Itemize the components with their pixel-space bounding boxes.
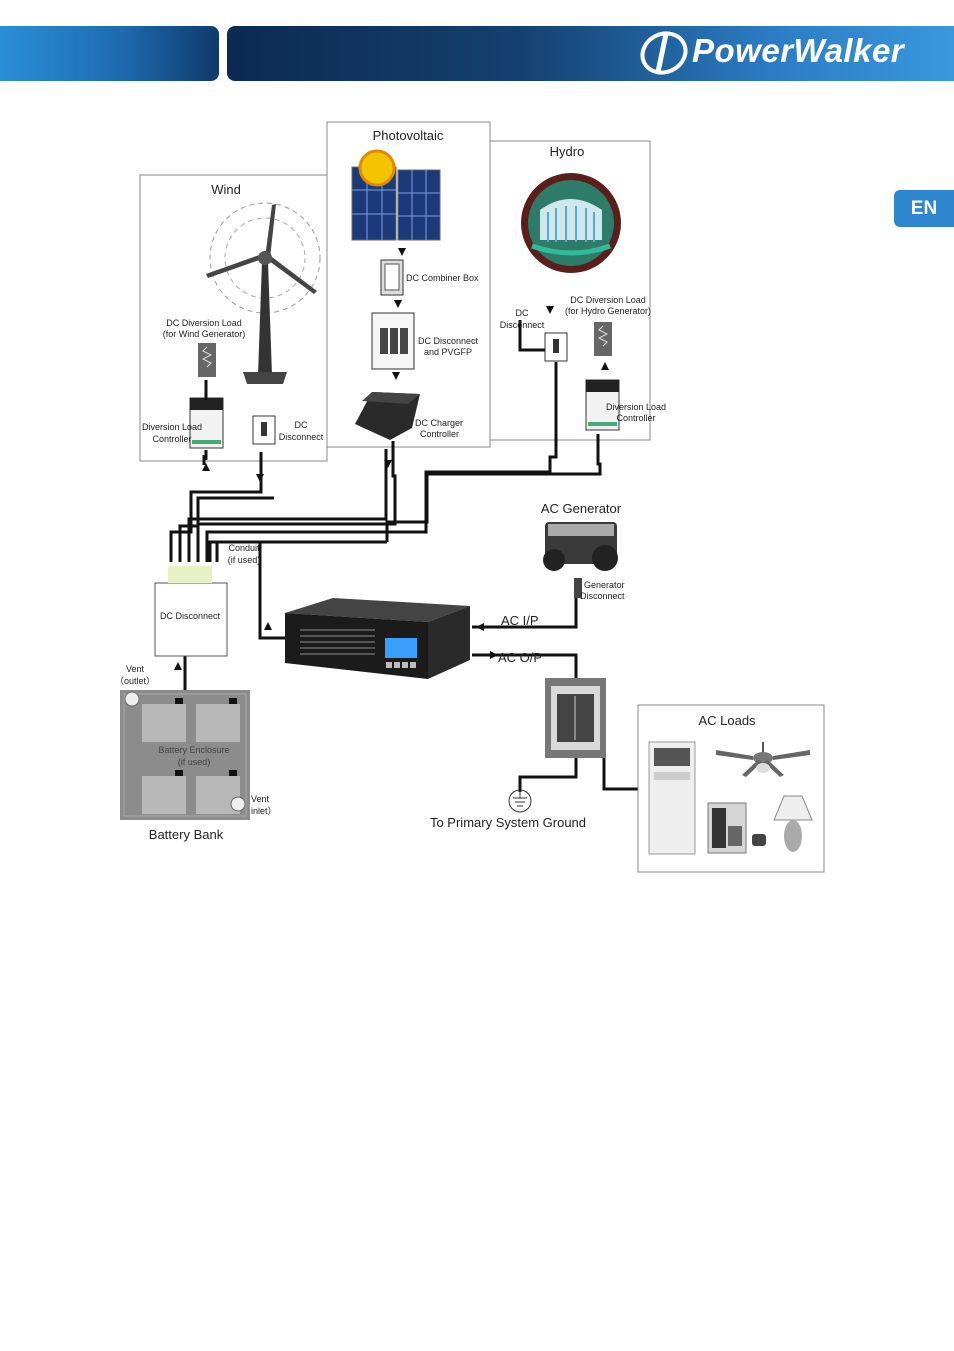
wind-turbine-icon: [206, 202, 321, 384]
hydro-diversion-load-label-2: (for Hydro Generator): [565, 306, 651, 316]
header-bar-left: [0, 26, 219, 81]
pv-dc-disconnect-icon: [371, 312, 415, 370]
generator-disconnect-label: Generator: [584, 580, 625, 590]
dc-combiner-box-label: DC Combiner Box: [406, 273, 479, 283]
air-conditioner-icon: [648, 741, 696, 855]
photovoltaic-title: Photovoltaic: [373, 128, 444, 143]
ground-icon: [508, 789, 532, 813]
wind-controller-label: Diversion Load: [142, 422, 202, 432]
hydro-disconnect-label: DC: [516, 308, 529, 318]
table-lamp-icon: [773, 795, 813, 852]
ac-generator-icon: [543, 522, 618, 571]
hydro-diversion-resistor-icon: [594, 322, 612, 356]
vent-inlet-label-2: inlet）: [251, 806, 277, 816]
wind-controller-icon: [189, 397, 224, 449]
hydro-disconnect-icon: [544, 332, 568, 362]
hydro-title: Hydro: [550, 144, 585, 159]
hydro-diversion-load-label: DC Diversion Load: [570, 295, 646, 305]
vent-outlet-label: Vent: [126, 664, 145, 674]
pv-dc-disconnect-label-2: and PVGFP: [424, 347, 472, 357]
wind-disconnect-label-2: Disconnect: [279, 432, 324, 442]
ac-op-label: AC O/P: [498, 650, 542, 665]
main-dc-disconnect-label: DC Disconnect: [160, 611, 221, 621]
wire-arrows: [174, 248, 609, 670]
hydro-controller-label: Diversion Load: [606, 402, 666, 412]
generator-disconnect-label-2: Disconnect: [580, 591, 625, 601]
main-dc-disconnect-icon: [154, 566, 228, 657]
ground-label: To Primary System Ground: [430, 815, 586, 830]
pv-dc-disconnect-label: DC Disconnect: [418, 336, 479, 346]
vent-outlet-label-2: （outlet）: [115, 676, 155, 686]
dc-charger-label: DC Charger: [415, 418, 463, 428]
wind-diversion-resistor-icon: [198, 343, 216, 377]
wind-disconnect-icon: [252, 415, 276, 445]
conduit-label-2: (if used): [228, 555, 261, 565]
breaker-panel-icon: [545, 678, 606, 758]
battery-enclosure-icon: [120, 690, 250, 820]
ac-loads-panel: [637, 704, 825, 873]
generator-disconnect-icon: [574, 578, 582, 598]
wind-diversion-load-label-2: (for Wind Generator): [163, 329, 246, 339]
hydro-generator-icon: [521, 173, 621, 273]
vent-inlet-label: Vent: [251, 794, 270, 804]
wind-title: Wind: [211, 182, 241, 197]
dc-charger-controller-icon: [355, 392, 420, 440]
wind-controller-label-2: Controller: [152, 434, 191, 444]
header-bar-right: [227, 26, 954, 81]
wiring: [169, 320, 638, 792]
conduit-label: Conduit: [228, 543, 260, 553]
hydro-panel: [489, 140, 651, 441]
wind-diversion-load-label: DC Diversion Load: [166, 318, 242, 328]
battery-enclosure-label: Battery Enclosure: [158, 745, 229, 755]
battery-bank-label: Battery Bank: [149, 827, 224, 842]
wind-disconnect-label: DC: [295, 420, 308, 430]
dc-charger-label-2: Controller: [420, 429, 459, 439]
battery-enclosure-label-2: (if used): [178, 757, 211, 767]
brand-name: PowerWalker: [692, 32, 905, 69]
dc-combiner-box-icon: [380, 259, 404, 296]
inverter-icon: [285, 598, 470, 679]
hydro-disconnect-label-2: Disconnect: [500, 320, 545, 330]
language-tab[interactable]: EN: [894, 190, 954, 227]
ac-loads-label: AC Loads: [698, 713, 756, 728]
coffee-maker-icon: [707, 802, 766, 854]
ac-generator-label: AC Generator: [541, 501, 622, 516]
ceiling-fan-icon: [716, 742, 810, 777]
sun-icon: [358, 149, 396, 187]
hydro-controller-label-2: Controller: [616, 413, 655, 423]
powerwalker-logo-icon: [640, 31, 688, 75]
hydro-controller-icon: [585, 379, 620, 431]
ac-ip-label: AC I/P: [501, 613, 539, 628]
